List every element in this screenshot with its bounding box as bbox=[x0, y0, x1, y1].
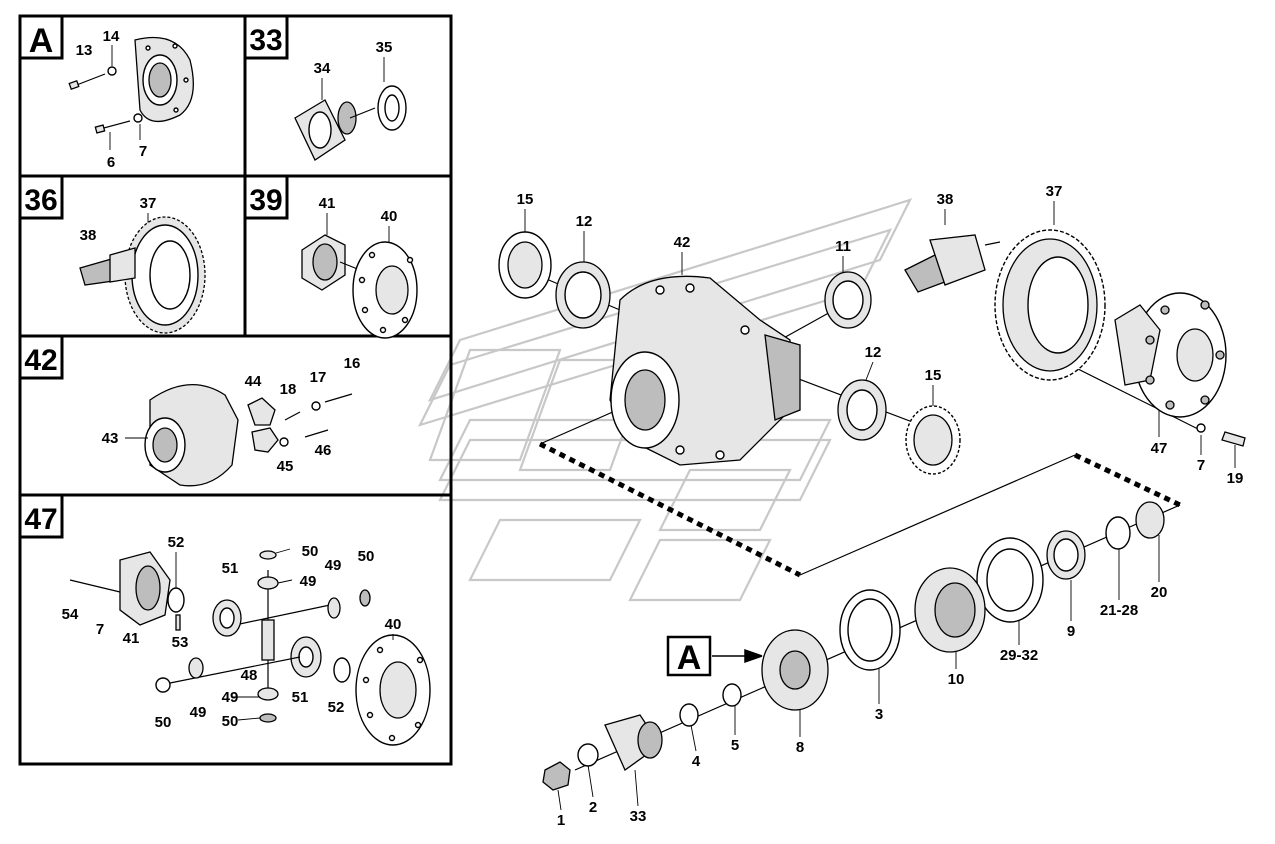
callout: 19 bbox=[1227, 470, 1244, 487]
callout: 37 bbox=[140, 195, 157, 212]
callout: 50 bbox=[302, 543, 319, 560]
panel-39: 39 41 40 bbox=[243, 174, 418, 339]
callout: 20 bbox=[1151, 584, 1168, 601]
callout: 8 bbox=[796, 739, 804, 756]
callout: 16 bbox=[344, 355, 361, 372]
callout: 4 bbox=[692, 753, 701, 770]
callout: 44 bbox=[245, 373, 262, 390]
callout: 50 bbox=[155, 714, 172, 731]
callout: 15 bbox=[925, 367, 942, 384]
callout: 51 bbox=[292, 689, 309, 706]
callout: 29-32 bbox=[1000, 647, 1038, 664]
callout: 47 bbox=[1151, 440, 1168, 457]
callout: 49 bbox=[190, 704, 207, 721]
panel-a-tag: A bbox=[29, 22, 54, 60]
callout: 41 bbox=[319, 195, 336, 212]
callout: 45 bbox=[277, 458, 294, 475]
callout: 11 bbox=[835, 238, 851, 255]
callout: 52 bbox=[168, 534, 185, 551]
panel-42-tag: 42 bbox=[24, 344, 57, 377]
callout: 40 bbox=[385, 616, 402, 633]
callout: 7 bbox=[96, 621, 104, 638]
callout: 13 bbox=[76, 42, 93, 59]
callout: 54 bbox=[62, 606, 79, 623]
callout: 52 bbox=[328, 699, 345, 716]
panel-36: 36 37 38 bbox=[18, 174, 206, 334]
callout: 34 bbox=[314, 60, 331, 77]
callout: 15 bbox=[517, 191, 534, 208]
callout: 50 bbox=[222, 713, 239, 730]
callout: 12 bbox=[576, 213, 593, 230]
callout: 51 bbox=[222, 560, 239, 577]
callout: 21-28 bbox=[1100, 602, 1138, 619]
callout: 18 bbox=[280, 381, 297, 398]
callout: 50 bbox=[358, 548, 375, 565]
callout: 49 bbox=[325, 557, 342, 574]
callout: 49 bbox=[222, 689, 239, 706]
callout: 48 bbox=[241, 667, 258, 684]
callout: 40 bbox=[381, 208, 398, 225]
callout: 17 bbox=[310, 369, 327, 386]
callout: 35 bbox=[376, 39, 393, 56]
callout: 6 bbox=[107, 154, 115, 171]
callout: 3 bbox=[875, 706, 883, 723]
panel-47: 47 52 50 51 49 49 50 54 7 41 53 40 48 50… bbox=[18, 493, 431, 746]
callout: 38 bbox=[80, 227, 97, 244]
callout: 53 bbox=[172, 634, 189, 651]
callout: 5 bbox=[731, 737, 739, 754]
callout: 41 bbox=[123, 630, 140, 647]
callout: 33 bbox=[630, 808, 647, 825]
callout: 14 bbox=[103, 28, 120, 45]
callout: 49 bbox=[300, 573, 317, 590]
panel-47-tag: 47 bbox=[24, 503, 57, 536]
panel-36-tag: 36 bbox=[24, 184, 57, 217]
panel-a: A 13 14 6 7 bbox=[18, 14, 194, 171]
callout: 9 bbox=[1067, 623, 1075, 640]
main-ref-tag: A bbox=[677, 639, 702, 677]
callout: 38 bbox=[937, 191, 954, 208]
callout: 2 bbox=[589, 799, 597, 816]
callout: 12 bbox=[865, 344, 882, 361]
main-assembly: 15 12 42 11 38 37 12 15 47 7 19 20 21-28… bbox=[498, 183, 1246, 829]
callout: 1 bbox=[557, 812, 565, 829]
panel-42: 42 44 18 17 16 43 45 46 bbox=[18, 334, 361, 487]
panel-33: 33 34 35 bbox=[243, 14, 407, 161]
panel-39-tag: 39 bbox=[249, 184, 282, 217]
callout: 7 bbox=[139, 143, 147, 160]
callout: 10 bbox=[948, 671, 965, 688]
callout: 37 bbox=[1046, 183, 1063, 200]
callout: 7 bbox=[1197, 457, 1205, 474]
callout: 43 bbox=[102, 430, 119, 447]
callout: 46 bbox=[315, 442, 332, 459]
callout: 42 bbox=[674, 234, 691, 251]
panel-33-tag: 33 bbox=[249, 24, 282, 57]
